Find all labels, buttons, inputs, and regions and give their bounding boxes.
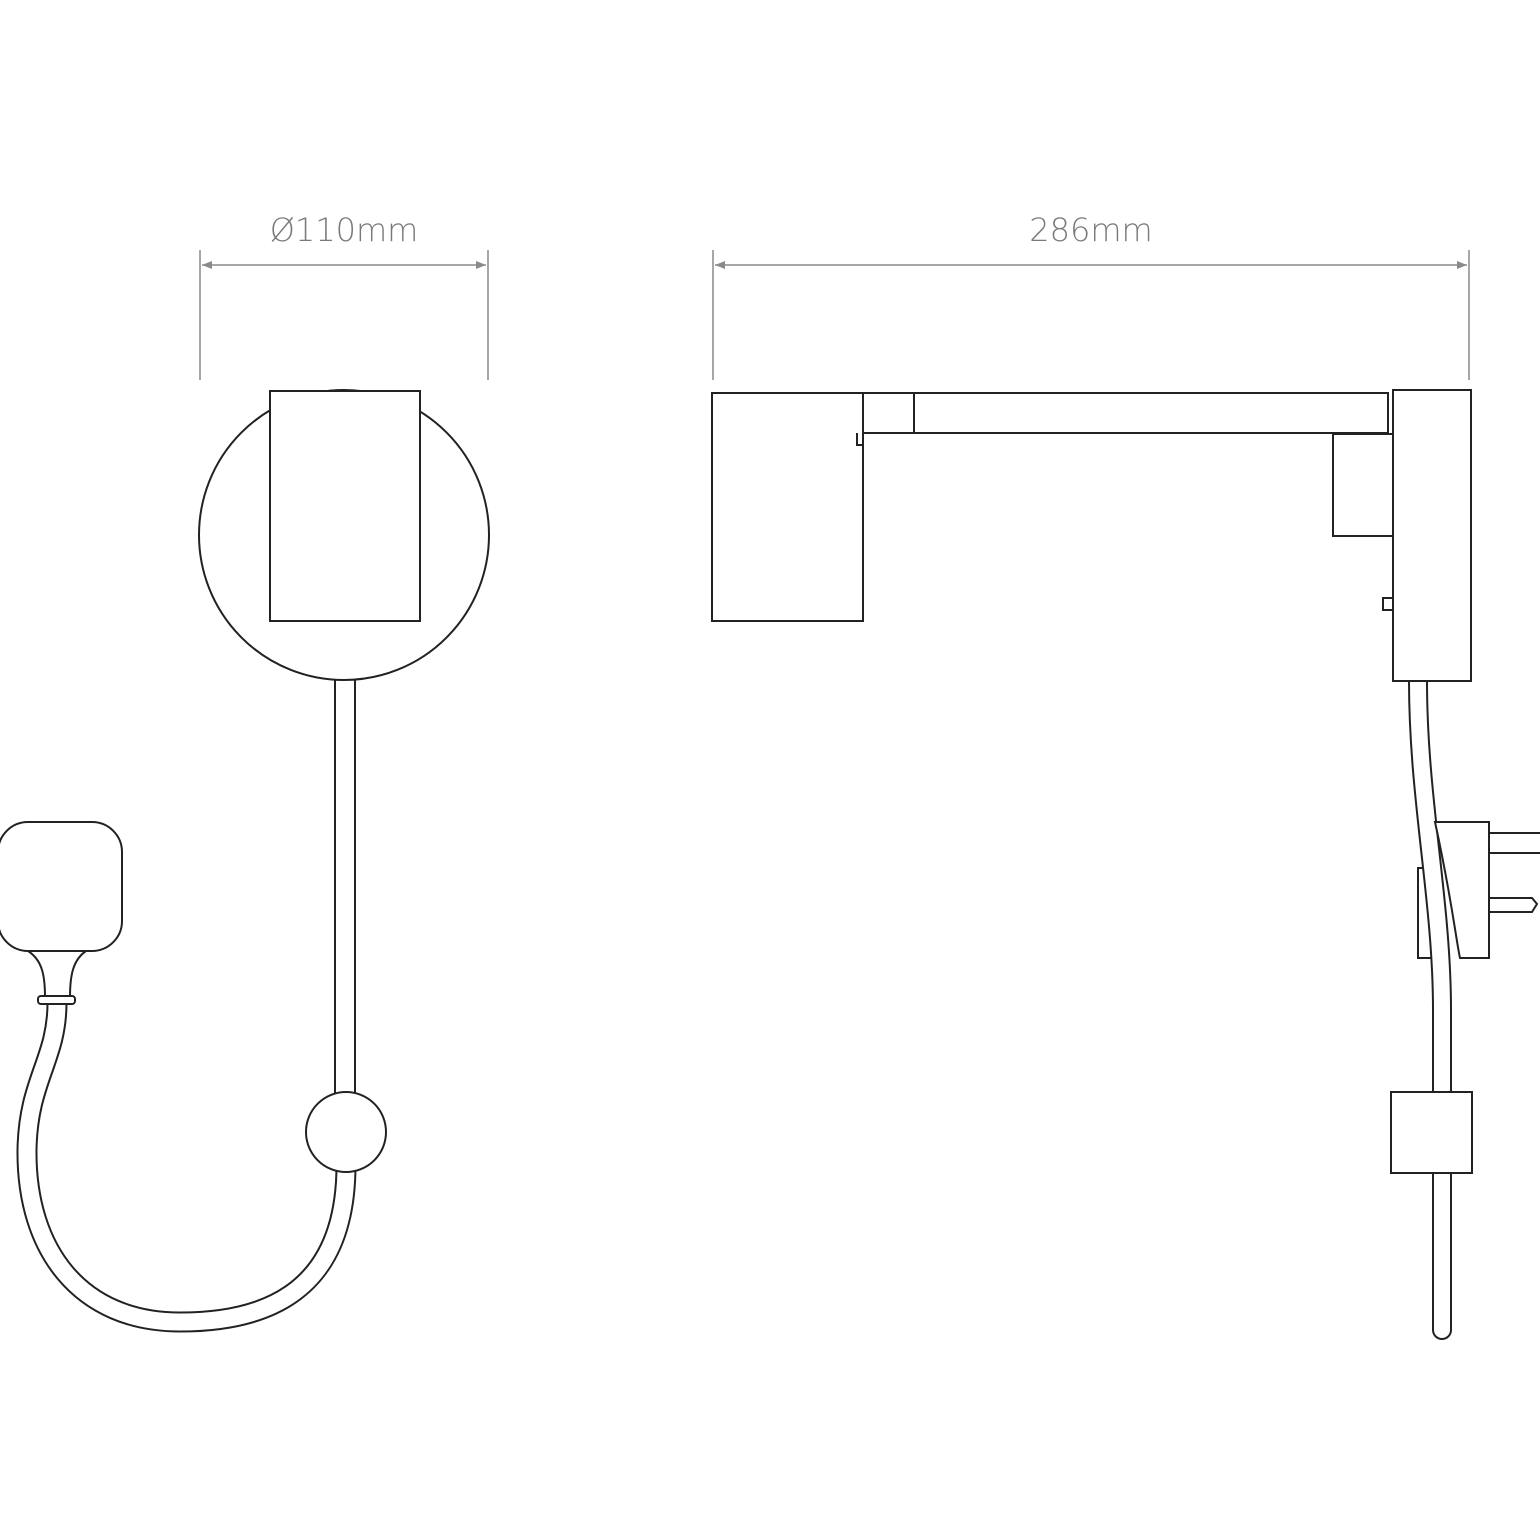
side-view [711, 389, 1540, 1340]
lamp-head-front [269, 390, 421, 622]
front-width-label: Ø110mm [270, 211, 419, 249]
plug-neck [24, 950, 90, 998]
arm [856, 392, 1389, 434]
stem [334, 677, 356, 1099]
side-width-dimension [712, 250, 1470, 380]
plug-pin-bottom [1487, 897, 1539, 913]
plug-side-body [1433, 821, 1490, 959]
front-width-dimension [199, 250, 489, 380]
plug-ring [37, 995, 76, 1005]
plug-body [0, 821, 123, 952]
arm-bracket [1332, 433, 1394, 537]
side-width-label: 286mm [1029, 211, 1152, 249]
wall-box [1392, 389, 1472, 682]
side-cable-fill [1410, 673, 1450, 1338]
front-view [0, 389, 490, 1333]
front-cable-fill [18, 1002, 355, 1331]
switch-ball [305, 1091, 387, 1173]
cable-clip [1390, 1091, 1473, 1174]
switch-tab [1382, 597, 1394, 611]
lamp-head-side [711, 392, 864, 622]
plug-pin-top [1487, 832, 1540, 854]
